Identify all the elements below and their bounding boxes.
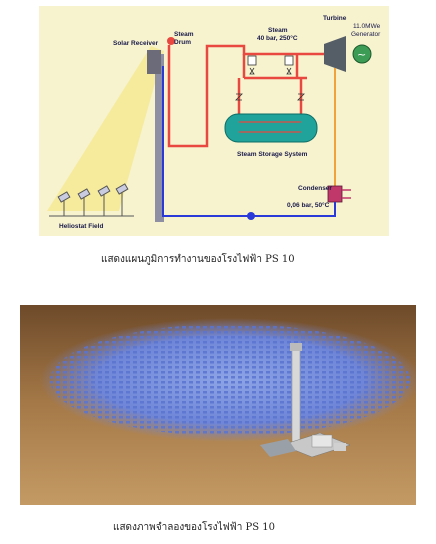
ps10-render-image: [20, 305, 416, 505]
svg-text:~: ~: [357, 48, 366, 61]
steam-lines: [167, 44, 324, 148]
generator: [352, 44, 372, 64]
generator-label-1: 11.0MWe: [353, 23, 381, 30]
steam-drum-label-2: Drum: [174, 39, 191, 46]
heliostat-label: Heliostat Field: [59, 223, 103, 230]
feed-pump: [247, 212, 255, 220]
heliostat-field: [49, 183, 134, 217]
photo-caption: แสดงภาพจำลองของโรงไฟฟ้า PS 10: [113, 522, 276, 533]
sunlight-beam: [47, 46, 164, 211]
steam-label-2: 40 bar, 250°C: [257, 34, 298, 42]
turbine: [324, 36, 346, 72]
solar-receiver: [147, 50, 161, 74]
condenser-label-1: Condenser: [298, 185, 332, 192]
diagram-caption: แสดงแผนภูมิการทำงานของโรงไฟฟ้า PS 10: [101, 254, 295, 265]
storage-label: Steam Storage System: [237, 151, 308, 158]
steam-storage-tank: [224, 113, 318, 143]
steam-drum: [167, 37, 175, 45]
plant-buildings-render: [260, 432, 351, 458]
steam-label-1: Steam: [268, 27, 288, 34]
turbine-label: Turbine: [323, 15, 347, 22]
steam-valves: [235, 55, 305, 101]
generator-label-2: Generator: [351, 31, 381, 38]
tower-render: [291, 344, 301, 446]
solar-tower: [155, 54, 164, 222]
steam-drum-label-1: Steam: [174, 31, 194, 38]
solar-receiver-label: Solar Receiver: [113, 40, 159, 47]
plant-schematic-diagram: ~ Solar Receiver Steam Drum Steam 40 bar…: [39, 6, 389, 236]
condenser-label-2: 0,06 bar, 50°C: [287, 201, 330, 209]
